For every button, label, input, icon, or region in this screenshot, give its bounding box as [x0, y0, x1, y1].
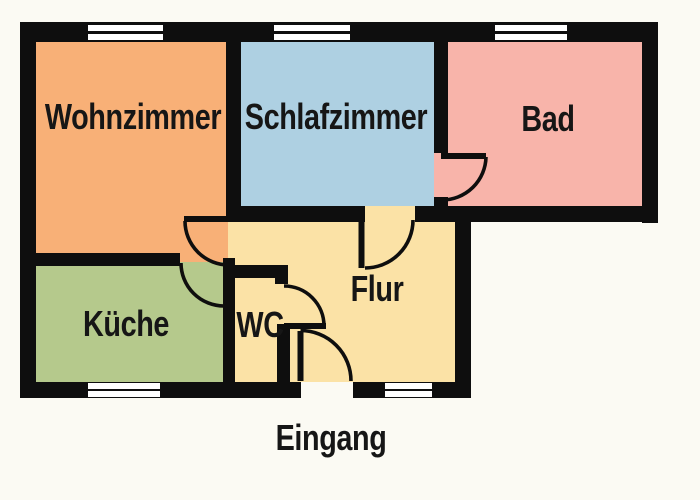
room-schlafzimmer	[241, 42, 434, 206]
wall-wc-right-stub	[275, 265, 288, 284]
window-wohnzimmer	[88, 25, 163, 40]
window-kueche	[88, 383, 160, 397]
room-flur	[226, 206, 455, 382]
wall-bad-left-lower	[434, 197, 448, 222]
label-eingang: Eingang	[275, 417, 387, 458]
window-pane-line	[88, 388, 160, 392]
label-flur: Flur	[350, 268, 404, 309]
window-pane-line	[385, 388, 432, 392]
window-bad	[495, 25, 567, 40]
wall-wc-right-lower	[277, 324, 290, 382]
wall-flur-right	[455, 206, 471, 398]
label-wc: WC	[236, 304, 284, 345]
wall-mid-left-segment	[226, 206, 365, 222]
label-schlafzimmer: Schlafzimmer	[244, 96, 428, 137]
wall-wc-top	[223, 265, 287, 278]
room-wohnzimmer	[36, 42, 228, 253]
window-flur	[385, 383, 432, 397]
label-wohnzimmer: Wohnzimmer	[44, 96, 222, 137]
wall-bad-left-upper	[434, 42, 448, 153]
window-schlafzimmer	[274, 25, 350, 40]
window-pane-line	[88, 31, 163, 34]
label-bad: Bad	[521, 98, 575, 139]
label-kueche: Küche	[82, 303, 170, 344]
window-pane-line	[274, 31, 350, 34]
room-wohnzimmer-door-gap-floor	[180, 253, 228, 262]
wall-left	[20, 22, 36, 398]
wall-mid-right-segment	[415, 206, 658, 222]
wall-right	[642, 22, 658, 223]
wall-kueche-top	[20, 253, 180, 266]
wall-wohnzimmer-schlafzimmer	[226, 42, 241, 206]
window-pane-line	[495, 31, 567, 34]
entrance-opening	[301, 382, 353, 398]
room-bad-door-gap-floor	[434, 150, 448, 198]
